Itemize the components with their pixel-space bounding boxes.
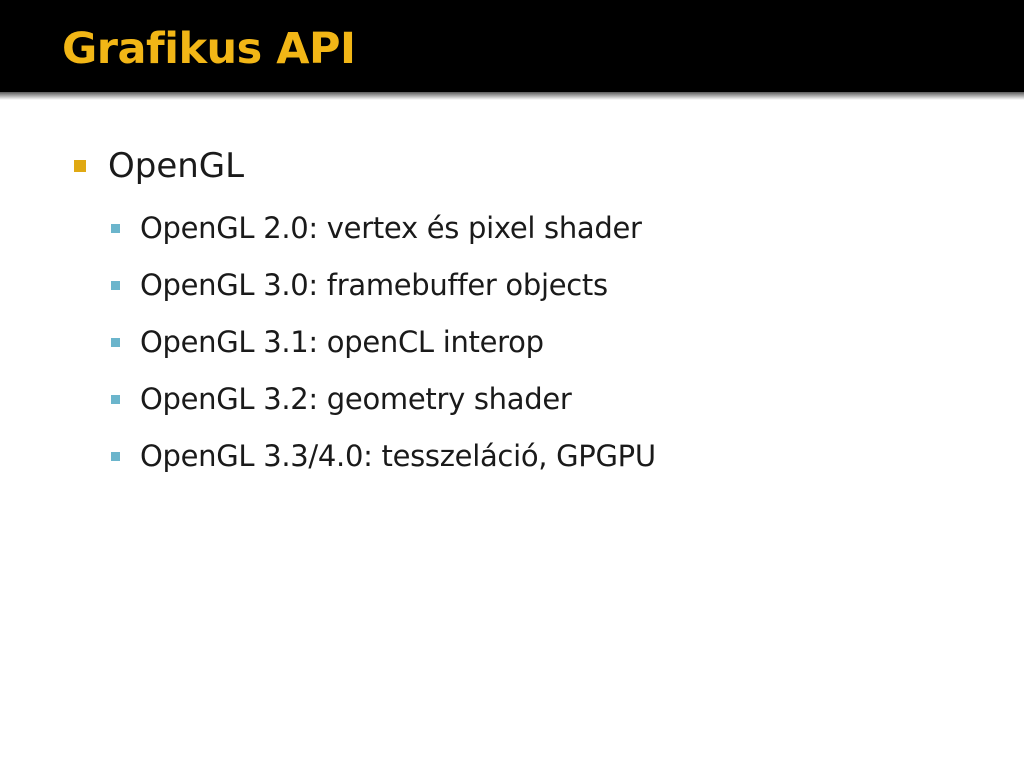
sub-bullet-square-icon — [111, 395, 120, 404]
sub-bullet-item: OpenGL 3.2: geometry shader — [140, 382, 572, 416]
sub-bullet-square-icon — [111, 338, 120, 347]
sub-bullet-square-icon — [111, 452, 120, 461]
slide-title: Grafikus API — [62, 24, 356, 74]
sub-bullet-item: OpenGL 3.1: openCL interop — [140, 325, 544, 359]
title-divider — [0, 92, 1024, 100]
title-bar — [0, 0, 1024, 92]
sub-bullet-item: OpenGL 3.0: framebuffer objects — [140, 268, 608, 302]
sub-bullet-square-icon — [111, 224, 120, 233]
sub-bullet-square-icon — [111, 281, 120, 290]
bullet-item-opengl: OpenGL — [108, 146, 245, 186]
sub-bullet-item: OpenGL 2.0: vertex és pixel shader — [140, 211, 642, 245]
sub-bullet-item: OpenGL 3.3/4.0: tesszeláció, GPGPU — [140, 439, 656, 473]
bullet-square-icon — [74, 160, 86, 172]
